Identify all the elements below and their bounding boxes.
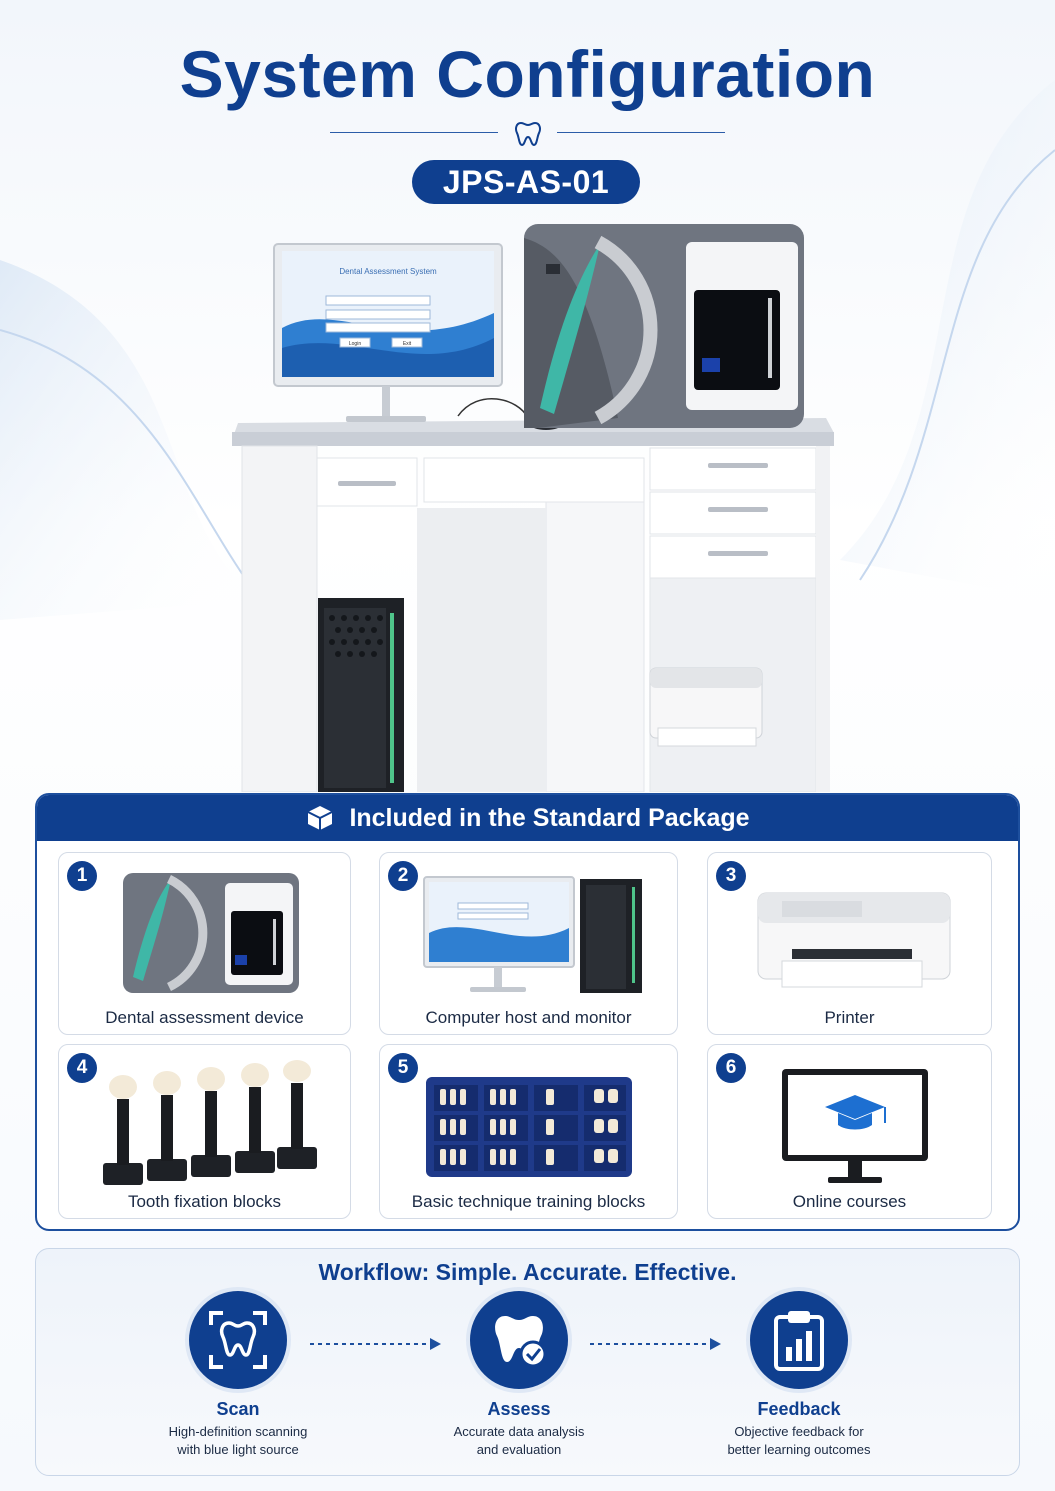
printer-image <box>757 892 951 988</box>
step-desc-line: better learning outcomes <box>727 1442 871 1457</box>
item-number: 5 <box>388 1053 418 1083</box>
step-desc-line: High-definition scanning <box>168 1424 308 1439</box>
clipboard-chart-icon <box>774 1311 824 1371</box>
item-label: Basic technique training blocks <box>411 1192 646 1211</box>
package-item-training-blocks: 5 Basic technique training blocks <box>379 1044 678 1219</box>
item-label: Printer <box>824 1008 875 1027</box>
item-label: Dental assessment device <box>105 1008 304 1027</box>
box-icon <box>307 806 333 830</box>
step-name: Scan <box>216 1399 260 1419</box>
step-desc-line: and evaluation <box>476 1442 562 1457</box>
exit-button-label: Exit <box>403 341 412 347</box>
fixation-blocks-image <box>103 1060 317 1185</box>
item-number: 4 <box>67 1053 97 1083</box>
model-badge: JPS-AS-01 <box>412 160 640 204</box>
item-number: 6 <box>716 1053 746 1083</box>
package-item-printer: 3 Printer <box>707 852 992 1035</box>
standard-package-panel: Included in the Standard Package 1 Denta… <box>35 793 1020 1231</box>
dental-device-image <box>123 873 299 993</box>
arrow-right-icon <box>310 1338 441 1350</box>
package-item-computer: 2 Computer host and monitor <box>379 852 678 1035</box>
package-item-online-courses: 6 Online courses <box>707 1044 992 1219</box>
tooth-icon <box>515 121 541 147</box>
workflow-step-assess: Assess Accurate data analysis and evalua… <box>414 1291 624 1459</box>
workflow-step-scan: Scan High-definition scanning with blue … <box>133 1291 343 1459</box>
item-label: Online courses <box>792 1192 907 1211</box>
package-item-dental-device: 1 Dental assessment device <box>58 852 351 1035</box>
page-title: System Configuration <box>179 37 876 111</box>
step-name: Feedback <box>757 1399 841 1419</box>
step-desc-line: Objective feedback for <box>734 1424 864 1439</box>
monitor-title: Dental Assessment System <box>339 267 437 276</box>
step-name: Assess <box>487 1399 551 1419</box>
title-divider <box>330 120 725 147</box>
item-number: 3 <box>716 861 746 891</box>
monitor-graduation-cap-icon <box>782 1069 928 1183</box>
workstation-illustration: Dental Assessment System Login Exit <box>232 224 834 792</box>
package-header: Included in the Standard Package <box>37 795 1018 841</box>
step-desc-line: with blue light source <box>177 1442 299 1457</box>
tooth-check-icon <box>495 1316 547 1368</box>
workflow-panel: Workflow: Simple. Accurate. Effective. S… <box>35 1248 1020 1476</box>
step-desc-line: Accurate data analysis <box>453 1424 585 1439</box>
computer-image <box>423 876 642 993</box>
item-label: Computer host and monitor <box>425 1008 632 1027</box>
training-blocks-image <box>426 1077 632 1177</box>
package-item-fixation-blocks: 4 Tooth fixation blocks <box>58 1044 351 1219</box>
item-number: 2 <box>388 861 418 891</box>
item-number: 1 <box>67 861 97 891</box>
tooth-scan-icon <box>209 1311 267 1369</box>
workflow-title: Workflow: Simple. Accurate. Effective. <box>318 1259 737 1285</box>
package-header-text: Included in the Standard Package <box>349 803 750 832</box>
arrow-right-icon <box>590 1338 721 1350</box>
workflow-step-feedback: Feedback Objective feedback for better l… <box>694 1291 904 1459</box>
login-button-label: Login <box>349 341 361 347</box>
item-label: Tooth fixation blocks <box>127 1192 282 1211</box>
